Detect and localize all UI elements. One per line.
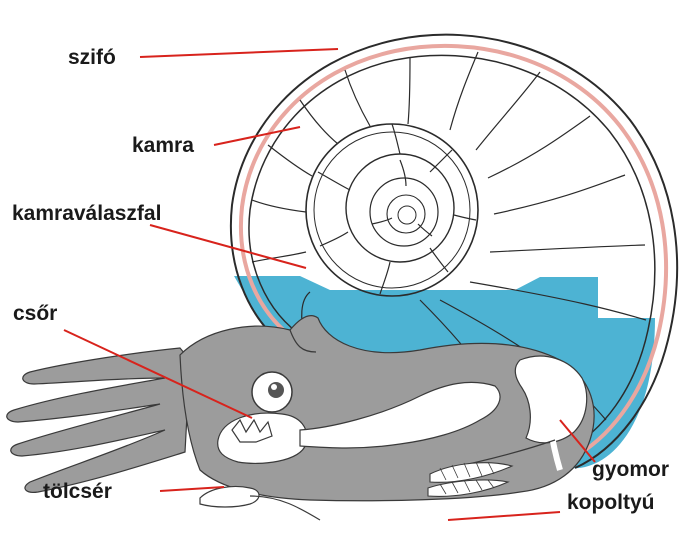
tentacles — [7, 348, 190, 492]
leader-line-kopoltyu — [448, 512, 560, 520]
septum — [418, 224, 432, 236]
septum — [408, 58, 410, 124]
label-tolcser: tölcsér — [43, 480, 112, 503]
septum — [318, 172, 350, 190]
septum — [268, 145, 312, 176]
label-csor: csőr — [13, 302, 57, 325]
label-sifo: szifó — [68, 46, 116, 69]
septum — [494, 175, 625, 214]
whorl-2 — [306, 124, 478, 296]
septum — [345, 70, 370, 126]
eye-highlight — [271, 384, 277, 390]
whorl-6 — [398, 206, 416, 224]
septum — [300, 100, 338, 144]
septum — [488, 116, 590, 178]
septum — [430, 248, 448, 272]
septum — [252, 200, 306, 212]
leader-line-kamravalaszfal — [150, 225, 306, 268]
septum — [476, 72, 540, 150]
leader-line-kamra — [214, 127, 300, 145]
septum — [450, 52, 478, 130]
septum — [392, 124, 400, 154]
septum — [490, 245, 645, 252]
septum — [454, 215, 476, 220]
label-kamra: kamra — [132, 134, 194, 157]
label-kamravalaszfal: kamraválaszfal — [12, 202, 161, 225]
whorl-4 — [370, 178, 438, 246]
whorl-5 — [387, 195, 425, 233]
label-gyomor: gyomor — [592, 458, 669, 481]
septum — [320, 232, 348, 246]
septum — [400, 160, 406, 186]
septum — [380, 262, 390, 294]
septum — [430, 150, 452, 172]
leader-line-sifo — [140, 49, 338, 57]
eye-pupil — [268, 382, 284, 398]
funnel — [200, 486, 259, 507]
label-kopoltyu: kopoltyú — [567, 491, 655, 514]
